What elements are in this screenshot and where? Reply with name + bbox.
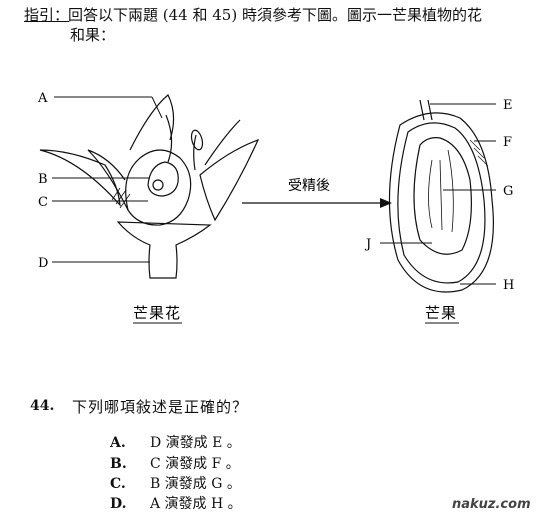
option-text: C 演發成 F 。 [150, 456, 240, 472]
mango-flower-drawing [39, 94, 260, 279]
option-text: B 演發成 G 。 [150, 476, 241, 492]
flower-label-lines [52, 96, 163, 263]
option-letter: D. [110, 496, 127, 512]
instruction-text-line2: 和果： [70, 26, 116, 44]
watermark-text: nakuz.com [452, 497, 531, 512]
flower-label-b: B [38, 172, 48, 187]
fertilisation-arrow [242, 198, 392, 208]
option-letter: B. [110, 456, 127, 472]
question-text: 下列哪項敍述是正確的？ [72, 398, 249, 416]
fruit-caption: 芒果 [425, 304, 457, 322]
option-b[interactable]: B. C 演發成 F 。 [110, 453, 240, 473]
option-letter: A. [110, 435, 126, 451]
mango-fruit-drawing [388, 99, 494, 293]
question-number: 44. [30, 398, 55, 414]
fruit-label-j: J [364, 237, 371, 252]
instruction-label: 指引： [24, 6, 70, 24]
fruit-label-lines [380, 103, 496, 285]
fruit-label-e: E [503, 98, 513, 113]
flower-label-c: C [38, 195, 48, 210]
option-d[interactable]: D. A 演發成 H 。 [110, 493, 242, 513]
option-text: A 演發成 H 。 [150, 496, 242, 512]
fruit-label-g: G [503, 184, 513, 199]
option-text: D 演發成 E 。 [150, 435, 241, 451]
flower-label-d: D [38, 256, 48, 271]
mango-diagram: A B C D 受精後 E F G H J 芒果花 芒果 [37, 91, 514, 324]
arrow-label: 受精後 [288, 178, 330, 194]
flower-caption: 芒果花 [133, 304, 181, 322]
fruit-label-f: F [503, 135, 512, 150]
option-c[interactable]: C. B 演發成 G 。 [110, 473, 241, 493]
fruit-label-h: H [503, 278, 514, 293]
option-letter: C. [110, 476, 126, 492]
instruction-text-line1: 回答以下兩題 (44 和 45) 時須參考下圖。圖示一芒果植物的花 [68, 6, 482, 24]
option-a[interactable]: A. D 演發成 E 。 [110, 432, 241, 452]
flower-label-a: A [37, 91, 48, 106]
